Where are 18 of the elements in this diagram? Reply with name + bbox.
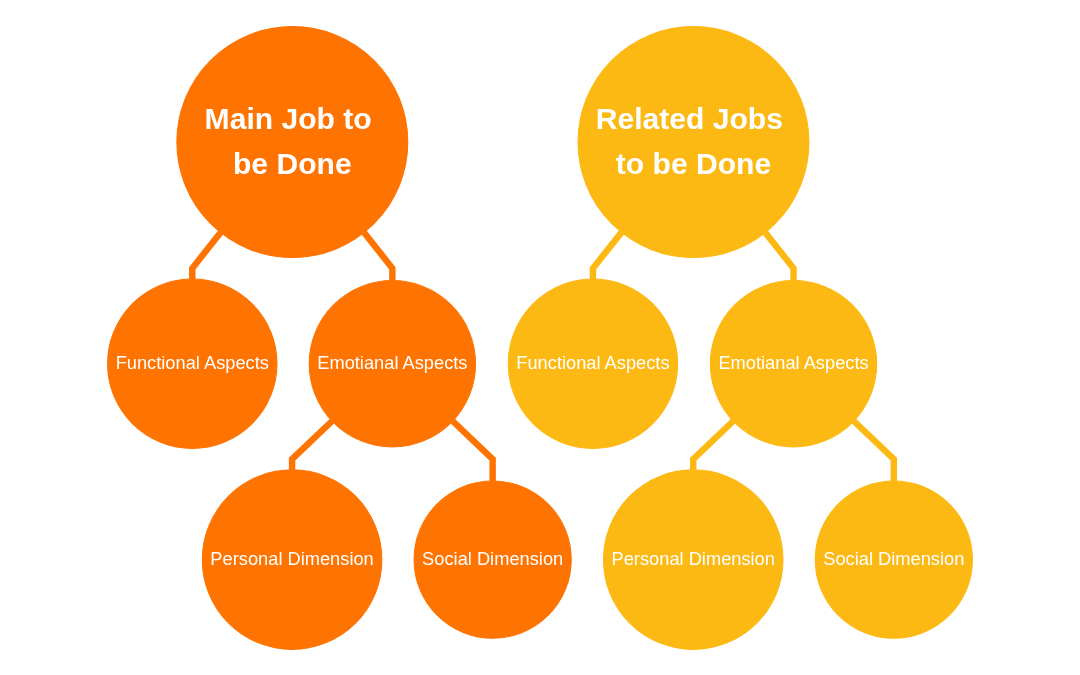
- connector: [589, 229, 625, 279]
- connector: [189, 230, 224, 279]
- node-circle: Personal Dimension: [201, 468, 383, 650]
- node-circle: Functional Aspects: [107, 277, 278, 449]
- connector: [690, 418, 736, 470]
- node-circle: Social Dimension: [814, 480, 973, 639]
- connector: [361, 230, 396, 281]
- connector: [851, 418, 898, 481]
- node-circle: Related Jobs to be Done: [577, 25, 810, 258]
- node-circle: Emotianal Aspects: [308, 279, 477, 447]
- node-circle: Main Job to be Done: [176, 25, 409, 258]
- node-circle: Social Dimension: [413, 480, 572, 639]
- node-circle: Personal Dimension: [602, 468, 784, 650]
- connector: [450, 418, 496, 481]
- node-circle: Functional Aspects: [507, 277, 679, 449]
- connector: [288, 418, 335, 470]
- connector: [762, 230, 797, 281]
- node-circle: Emotianal Aspects: [709, 279, 878, 447]
